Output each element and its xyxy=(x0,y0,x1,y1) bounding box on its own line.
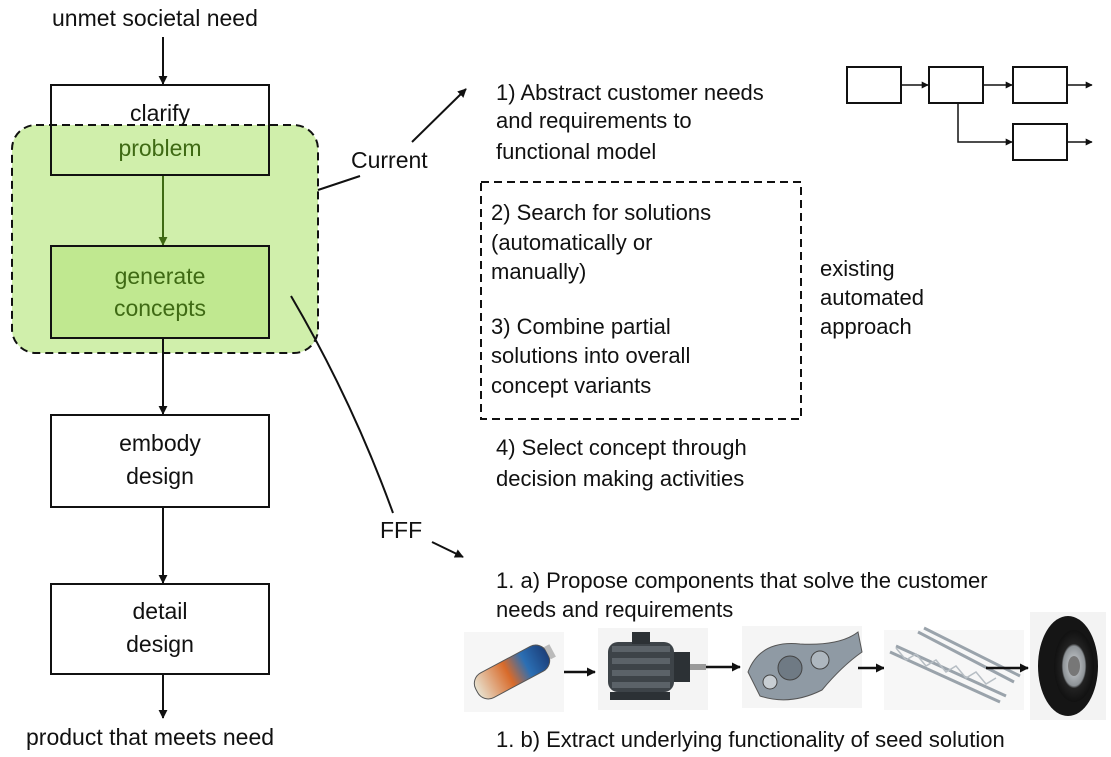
battery-image xyxy=(464,632,564,712)
fff-label: FFF xyxy=(380,517,422,543)
existing-approach-box xyxy=(480,181,802,420)
existing-label-2: automated xyxy=(820,285,924,310)
tire-image xyxy=(1030,612,1106,720)
detail-design-label: design xyxy=(126,631,194,657)
component-chain xyxy=(464,612,1106,720)
output-label: product that meets need xyxy=(26,724,274,750)
detail-design-box xyxy=(50,583,270,675)
current-label: Current xyxy=(351,147,428,173)
functional-model-diagram xyxy=(846,66,1093,161)
step1-line1: 1) Abstract customer needs xyxy=(496,80,764,105)
electric-motor-image xyxy=(598,628,708,710)
step1-line3: functional model xyxy=(496,139,656,164)
generate-label: generate xyxy=(115,263,206,289)
detail-label: detail xyxy=(133,598,188,624)
step2-line1: 2) Search for solutions xyxy=(491,200,711,225)
step3-line2: solutions into overall xyxy=(491,343,690,368)
existing-label-1: existing xyxy=(820,256,895,281)
truss-beam-image xyxy=(884,626,1024,710)
step2-line3: manually) xyxy=(491,259,586,284)
problem-label: problem xyxy=(118,135,201,161)
fff-branch-arrow xyxy=(431,541,464,558)
current-branch-arrow xyxy=(411,88,467,143)
embody-label: embody xyxy=(119,430,201,456)
existing-label-3: approach xyxy=(820,314,912,339)
function-block xyxy=(846,66,902,104)
function-block xyxy=(1012,66,1068,104)
step3-line1: 3) Combine partial xyxy=(491,314,671,339)
embody-design-box xyxy=(50,414,270,508)
clarify-label: clarify xyxy=(130,100,191,126)
step1-line2: and requirements to xyxy=(496,108,692,133)
function-block xyxy=(928,66,984,104)
concepts-label: concepts xyxy=(114,295,206,321)
transmission-image xyxy=(742,626,863,708)
generate-concepts-box xyxy=(50,245,270,339)
step2-line2: (automatically or xyxy=(491,230,652,255)
step4-line1: 4) Select concept through xyxy=(496,435,747,460)
current-branch-line xyxy=(317,175,361,191)
function-block xyxy=(1012,123,1068,161)
fff-step-a-line1: 1. a) Propose components that solve the … xyxy=(496,568,988,593)
fff-step-a-line2: needs and requirements xyxy=(496,597,733,622)
fff-step-b-line1: 1. b) Extract underlying functionality o… xyxy=(496,727,1005,752)
step3-line3: concept variants xyxy=(491,373,651,398)
input-label: unmet societal need xyxy=(52,5,258,31)
step4-line2: decision making activities xyxy=(496,466,744,491)
fff-branch-curve xyxy=(290,295,394,514)
embody-design-label: design xyxy=(126,463,194,489)
